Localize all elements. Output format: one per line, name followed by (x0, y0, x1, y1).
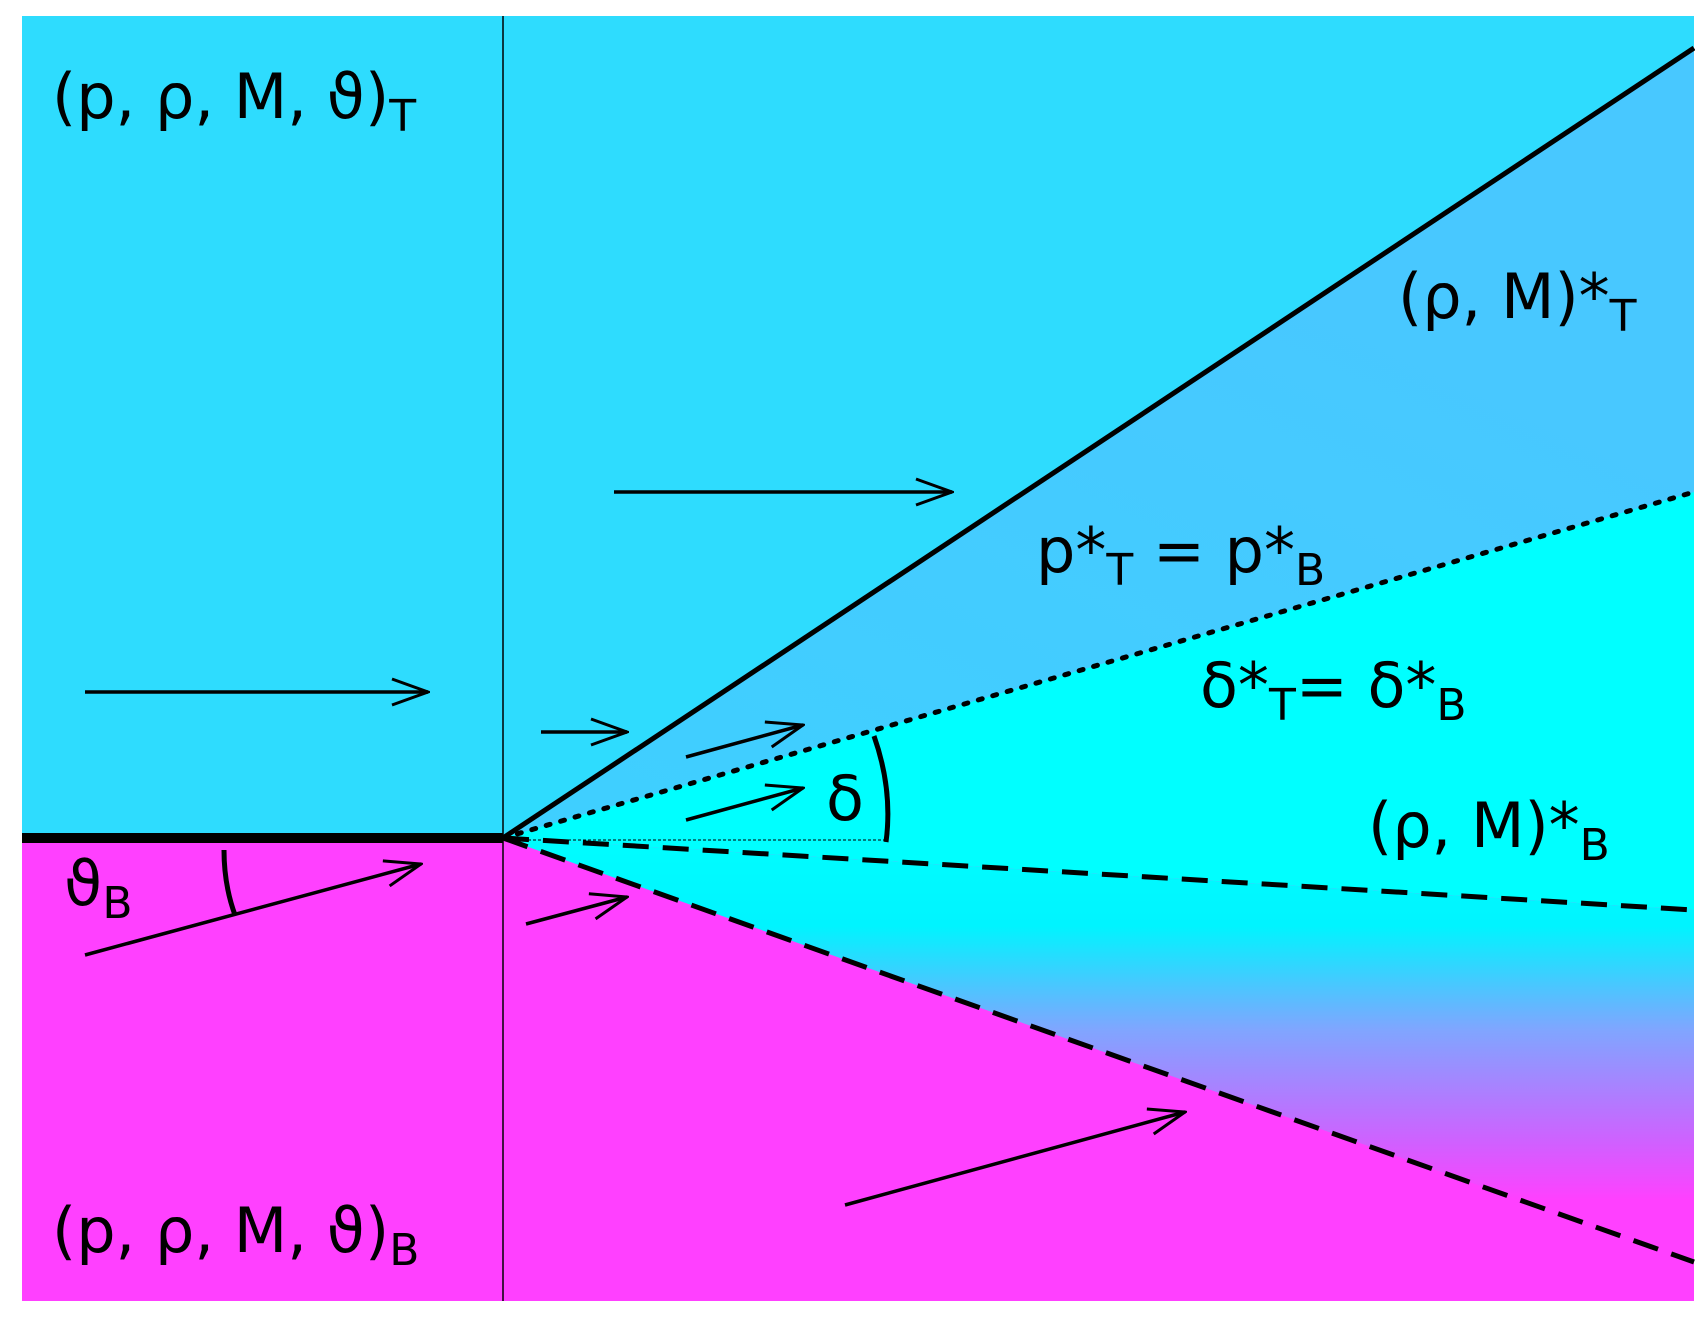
lower-wave-line-2 (502, 835, 1695, 1265)
star-top-state-label: (ρ, M)*T (1398, 260, 1637, 342)
flow-arrow-bottom-left (84, 864, 421, 957)
star-bottom-state-label: (ρ, M)*B (1368, 789, 1610, 871)
lower-fan-region (503, 838, 1694, 1262)
upper-wave-line (501, 45, 1695, 841)
delta-angle-label: δ (826, 762, 864, 835)
theta-b-angle-arc (221, 849, 238, 916)
contact-discontinuity-line (500, 489, 1695, 841)
delta-equality-label: δ*T= δ*B (1200, 649, 1467, 731)
theta-b-label: ϑB (64, 847, 133, 929)
bottom-state-label: (p, ρ, M, ϑ)B (52, 1194, 419, 1276)
flow-arrow-near-origin-bottom (525, 897, 627, 926)
delta-angle-arc (871, 735, 891, 843)
flow-arrow-bottom-right (844, 1112, 1185, 1207)
flow-arrow-fan-upper (685, 725, 803, 759)
pressure-equality-label: p*T = p*B (1036, 514, 1325, 596)
top-state-label: (p, ρ, M, ϑ)T (52, 60, 416, 142)
flow-arrow-fan-lower (685, 788, 803, 822)
